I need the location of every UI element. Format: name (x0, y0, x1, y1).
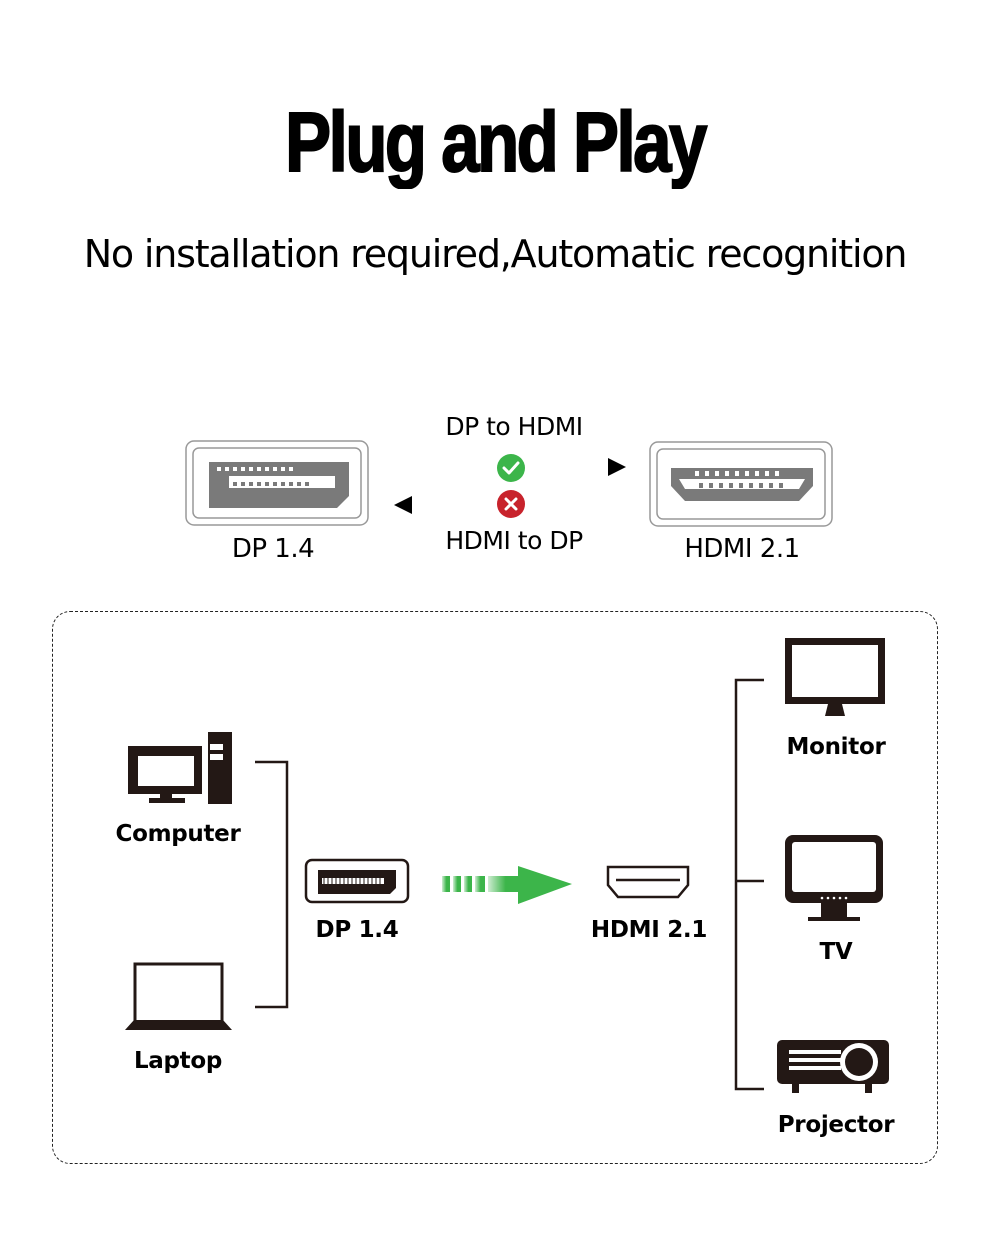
hdmi-connector-icon (649, 441, 833, 527)
hdmi-port-label: HDMI 2.1 (684, 534, 800, 564)
input-port-label: DP 1.4 (315, 917, 399, 943)
green-arrow-icon (442, 866, 572, 904)
reverse-arrow (394, 496, 640, 514)
sources-bracket (255, 760, 289, 1009)
cross-icon (497, 490, 525, 518)
projector-icon (777, 1040, 889, 1093)
forward-direction-label: DP to HDMI (445, 412, 583, 441)
destination-label-projector: Projector (777, 1112, 895, 1138)
output-port-label: HDMI 2.1 (590, 917, 708, 943)
destinations-bracket (734, 678, 764, 1091)
dp-port-label: DP 1.4 (231, 534, 315, 564)
destination-label-tv: TV (819, 939, 853, 965)
source-label-laptop: Laptop (133, 1048, 223, 1074)
monitor-icon (785, 638, 885, 716)
page-title: Plug and Play (284, 95, 708, 189)
forward-arrow (380, 458, 626, 476)
source-label-computer: Computer (115, 821, 241, 847)
reverse-direction-label: HDMI to DP (445, 526, 583, 555)
page-subtitle: No installation required,Automatic recog… (83, 232, 908, 276)
connection-diagram-frame (52, 611, 938, 1164)
displayport-connector-icon (304, 858, 410, 904)
check-icon (497, 454, 525, 482)
desktop-computer-icon (128, 732, 232, 804)
destination-label-monitor: Monitor (786, 734, 886, 760)
laptop-icon (125, 962, 232, 1030)
direction-diagram: DP 1.4 HDMI 2.1 DP to HDMI (180, 400, 840, 580)
displayport-connector-icon (185, 440, 369, 526)
hdmi-connector-icon (606, 865, 690, 899)
tv-icon (785, 835, 883, 921)
